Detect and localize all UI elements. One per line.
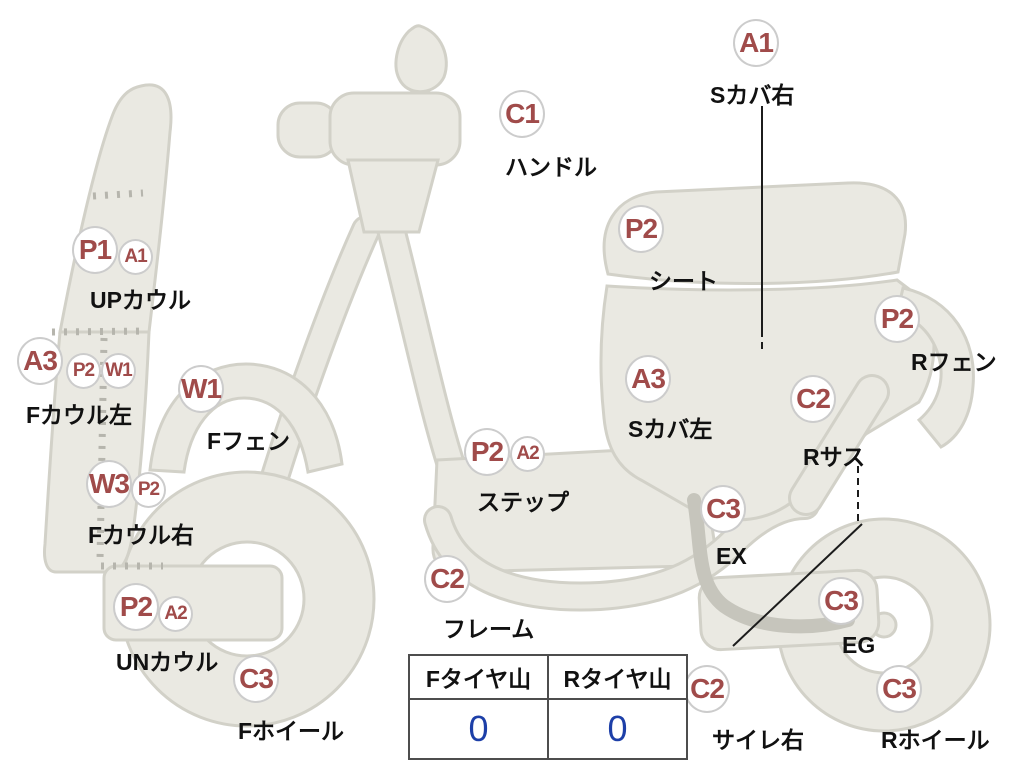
part-label: EX: [716, 543, 747, 569]
scooter-body: [43, 24, 992, 733]
part-label: Rフェン: [911, 349, 997, 375]
code-badge[interactable]: C3: [818, 577, 864, 625]
code-badge[interactable]: W1: [178, 365, 224, 413]
part-label: UPカウル: [90, 287, 191, 313]
code-badge[interactable]: P2: [131, 472, 166, 508]
part-label: フレーム: [443, 616, 535, 642]
front-tire-header: Fタイヤ山: [408, 654, 549, 700]
part-label: UNカウル: [116, 649, 219, 675]
tire-tread-table: Fタイヤ山 Rタイヤ山 0 0: [408, 654, 688, 760]
code-badge[interactable]: A2: [510, 436, 545, 472]
code-badge[interactable]: C2: [424, 555, 470, 603]
rear-tire-header: Rタイヤ山: [547, 654, 688, 700]
part-label: Sカバ右: [710, 82, 795, 108]
code-badge[interactable]: A3: [625, 355, 671, 403]
part-label: シート: [649, 268, 718, 294]
part-label: Rホイール: [881, 727, 990, 753]
code-badge[interactable]: W1: [101, 353, 136, 389]
rear-tire-value[interactable]: 0: [547, 698, 688, 760]
part-label: Rサス: [803, 444, 866, 470]
code-badge[interactable]: W3: [86, 460, 132, 508]
part-label: Sカバ左: [628, 416, 713, 442]
part-label: Fカウル右: [88, 522, 195, 548]
code-badge[interactable]: C3: [876, 665, 922, 713]
part-label: Fホイール: [238, 718, 345, 744]
code-badge[interactable]: C2: [790, 375, 836, 423]
code-badge[interactable]: P2: [618, 205, 664, 253]
leader-lines: [732, 106, 863, 647]
part-label: サイレ右: [712, 727, 804, 753]
code-badge[interactable]: C2: [684, 665, 730, 713]
code-badge[interactable]: A3: [17, 337, 63, 385]
code-badge[interactable]: A2: [158, 596, 193, 632]
part-label: Fカウル左: [26, 402, 133, 428]
part-label: ハンドル: [505, 154, 597, 180]
code-badge[interactable]: A1: [733, 19, 779, 67]
code-badge[interactable]: C3: [233, 655, 279, 703]
code-badge[interactable]: P2: [874, 295, 920, 343]
front-tire-value[interactable]: 0: [408, 698, 549, 760]
code-badge[interactable]: C1: [499, 90, 545, 138]
part-label: EG: [842, 632, 876, 658]
code-badge[interactable]: A1: [118, 239, 153, 275]
part-label: ステップ: [477, 489, 569, 515]
part-label: Fフェン: [207, 428, 291, 454]
code-badge[interactable]: P2: [66, 353, 101, 389]
code-badge[interactable]: P2: [464, 428, 510, 476]
code-badge[interactable]: C3: [700, 485, 746, 533]
code-badge[interactable]: P2: [113, 583, 159, 631]
code-badge[interactable]: P1: [72, 226, 118, 274]
